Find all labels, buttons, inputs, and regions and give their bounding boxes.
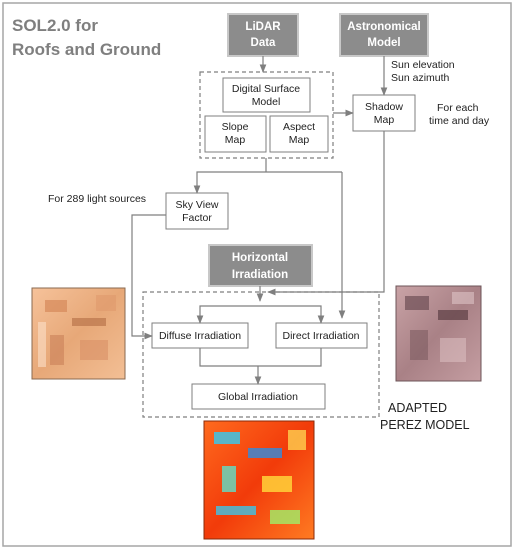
global-irradiation-box: Global Irradiation (191, 383, 326, 410)
dsm-box: Digital Surface Model (222, 77, 311, 113)
sun-azimuth-note: Sun azimuth (391, 72, 450, 84)
astronomical-model-box: Astronomical Model (339, 13, 429, 57)
skyview-label-line1: Sky View (176, 199, 219, 211)
light-sources-note: For 289 light sources (48, 193, 146, 205)
aspect-label-line2: Map (289, 134, 310, 146)
horizontal-label-line2: Irradiation (232, 269, 288, 281)
arrow-split-to-diffuse (196, 305, 260, 324)
perez-label-line2: PEREZ MODEL (380, 418, 470, 432)
orthophoto-image (31, 287, 126, 380)
arrow-skyview-to-diffuse (131, 214, 166, 340)
perez-model-frame (142, 291, 380, 418)
lidar-label-line1: LiDAR (245, 21, 281, 33)
direct-label: Direct Irradiation (282, 330, 359, 342)
global-irradiation-heatmap-image (203, 420, 315, 540)
shadow-label-line1: Shadow (365, 101, 403, 113)
sky-view-factor-box: Sky View Factor (165, 192, 229, 230)
aspect-map-box: Aspect Map (269, 115, 329, 153)
arrow-split-to-direct (260, 305, 325, 324)
global-label: Global Irradiation (218, 391, 298, 403)
dsm-label-line2: Model (252, 96, 281, 108)
connectors (131, 56, 388, 385)
arrow-dsm-to-skyview (193, 171, 342, 194)
horizontal-label-line1: Horizontal (232, 252, 288, 264)
arrow-shadow-to-perez (267, 131, 385, 296)
astronomical-label-line2: Model (367, 37, 400, 49)
astronomical-label-line1: Astronomical (347, 21, 421, 33)
diagram-title-line1: SOL2.0 for (12, 16, 98, 35)
horizontal-irradiation-box: Horizontal Irradiation (208, 244, 313, 287)
direct-irradiation-box: Direct Irradiation (275, 322, 368, 349)
lidar-data-box: LiDAR Data (227, 13, 299, 57)
perez-label-line1: ADAPTED (388, 401, 447, 415)
slope-map-box: Slope Map (204, 115, 267, 153)
slope-label-line2: Map (225, 134, 246, 146)
time-note-line2: time and day (429, 115, 490, 127)
lidar-label-line2: Data (251, 37, 277, 49)
slope-label-line1: Slope (222, 121, 249, 133)
dsm-group-frame (199, 71, 334, 159)
shadow-map-box: Shadow Map (352, 94, 416, 132)
time-note-line1: For each (437, 102, 479, 114)
skyview-label-line2: Factor (182, 212, 212, 224)
diffuse-irradiation-box: Diffuse Irradiation (151, 322, 249, 349)
shadow-map-image (395, 285, 482, 382)
shadow-label-line2: Map (374, 114, 395, 126)
diagram-title-line2: Roofs and Ground (12, 40, 161, 59)
aspect-label-line1: Aspect (283, 121, 315, 133)
sun-elevation-note: Sun elevation (391, 59, 455, 71)
line-diffuse-down (199, 348, 258, 367)
line-direct-down (258, 348, 322, 367)
diffuse-label: Diffuse Irradiation (159, 330, 241, 342)
dsm-label-line1: Digital Surface (232, 83, 300, 95)
